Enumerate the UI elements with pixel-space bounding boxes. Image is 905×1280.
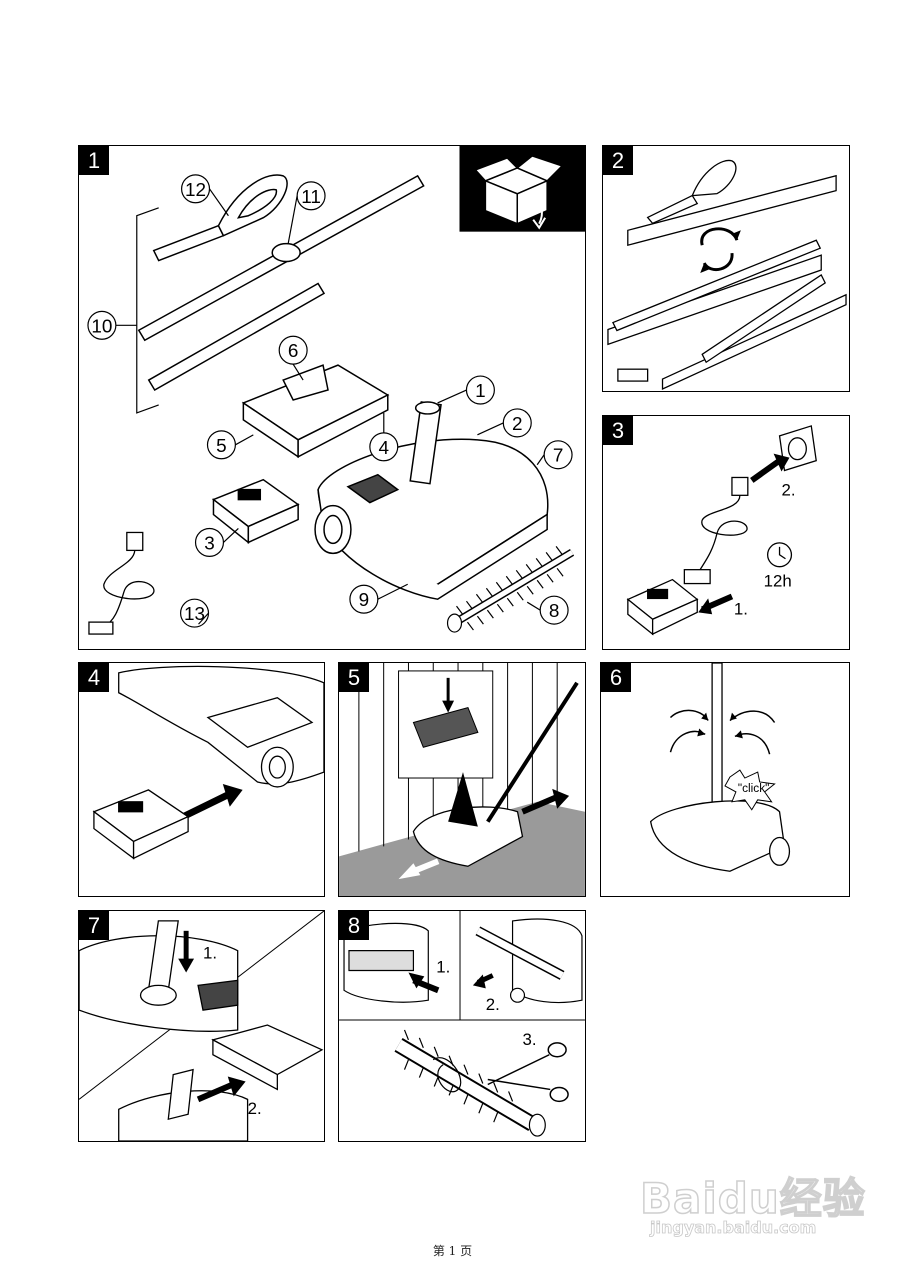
click-sound-label: "click" <box>738 781 770 795</box>
callout-8: 8 <box>549 601 560 622</box>
handle-assembly-illustration <box>607 159 847 391</box>
panel-5: 5 <box>338 662 586 897</box>
charging-illustration: 2. 1. 12h <box>626 425 817 636</box>
callout-13: 13 <box>184 604 205 625</box>
baidu-watermark: Baidu经验 jingyan.baidu.com <box>639 1140 870 1240</box>
step-3-label: 3. <box>522 1030 536 1049</box>
panel-number: 5 <box>339 663 369 692</box>
step-2-label: 2. <box>248 1099 262 1118</box>
scissors-icon <box>487 1042 569 1103</box>
cover-close-illustration: 1. 2. <box>79 911 324 1141</box>
clock-icon <box>766 542 793 568</box>
step-1-label: 1. <box>203 944 217 963</box>
callout-9: 9 <box>359 590 370 611</box>
step-2-label: 2. <box>486 995 500 1014</box>
callout-1: 1 <box>475 381 486 402</box>
panel-8: 8 1. 2. 3. <box>338 910 586 1142</box>
callout-5: 5 <box>216 436 227 457</box>
callout-10: 10 <box>91 316 112 337</box>
step-1-label: 1. <box>734 599 748 618</box>
panel-number: 8 <box>339 911 369 940</box>
page-number: 第 1 页 <box>432 1244 473 1258</box>
callout-11: 11 <box>301 187 321 208</box>
callout-7: 7 <box>553 446 564 467</box>
panel-1: 1 <box>78 145 586 650</box>
brush-clean-illustration: 1. 2. 3. <box>339 911 585 1137</box>
charge-time-label: 12h <box>764 572 792 591</box>
step-1-label: 1. <box>436 957 450 976</box>
panel-7: 7 1. 2. <box>78 910 325 1142</box>
handle-click-illustration: "click" <box>649 663 791 872</box>
panel-3: 3 2. 1. 12h <box>602 415 850 650</box>
panel-number: 6 <box>601 663 631 692</box>
panel-2: 2 <box>602 145 850 392</box>
panel-4: 4 <box>78 662 325 897</box>
watermark-brand: Baidu经验 <box>639 1173 866 1224</box>
step-2-label: 2. <box>782 480 796 499</box>
panel-6: 6 "click" <box>600 662 850 897</box>
panel-number: 7 <box>79 911 109 940</box>
open-box-icon <box>459 146 585 232</box>
battery-insert-illustration <box>92 665 324 860</box>
wall-socket-icon <box>778 425 817 472</box>
panel-number: 1 <box>79 146 109 175</box>
panel-number: 4 <box>79 663 109 692</box>
handle-part <box>152 174 288 262</box>
sweeping-illustration <box>339 663 585 896</box>
parts-overview-illustration: 1 2 3 4 5 6 7 8 9 10 11 12 13 <box>87 146 585 635</box>
callout-6: 6 <box>288 341 299 362</box>
callout-3: 3 <box>204 533 215 554</box>
callout-12: 12 <box>185 180 206 201</box>
watermark-url: jingyan.baidu.com <box>650 1218 817 1238</box>
callout-4: 4 <box>379 438 390 459</box>
panel-number: 3 <box>603 416 633 445</box>
callout-2: 2 <box>512 414 523 435</box>
panel-number: 2 <box>603 146 633 175</box>
callout-labels <box>87 174 573 628</box>
